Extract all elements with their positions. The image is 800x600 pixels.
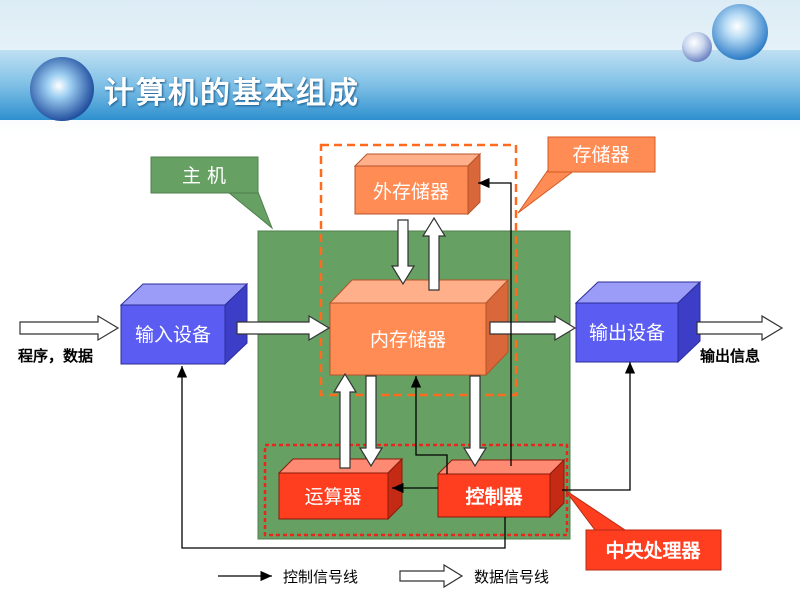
external-storage-box: 外存储器 <box>353 152 482 216</box>
header-background <box>0 0 800 135</box>
data-arrow-mem-to-ext <box>421 216 447 291</box>
legend-control-label: 控制信号线 <box>283 568 358 586</box>
controller-box: 控制器 <box>436 458 566 519</box>
data-arrow-input-to-memory <box>236 314 331 342</box>
input-device-box: 输入设备 <box>119 282 249 366</box>
data-arrows <box>19 216 784 469</box>
control-line-to-output <box>562 362 636 491</box>
output-device-box: 输出设备 <box>574 280 702 364</box>
storage-dashed-outline <box>319 143 518 397</box>
data-arrow-mem-to-ctrl <box>462 375 488 468</box>
host-callout: 主 机 <box>150 156 274 230</box>
control-line-to-input <box>176 366 506 549</box>
svg-text:外存储器: 外存储器 <box>373 181 449 203</box>
storage-label: 存储器 <box>572 144 629 166</box>
decor-sphere-large <box>712 4 768 60</box>
svg-text:输出设备: 输出设备 <box>589 322 665 344</box>
control-line-to-external <box>478 177 512 466</box>
page-title: 计算机的基本组成 <box>104 76 360 111</box>
input-source-label: 程序，数据 <box>18 347 93 365</box>
header-band <box>0 50 800 120</box>
legend: 控制信号线 数据信号线 <box>218 563 549 589</box>
control-line-to-internal <box>410 376 448 474</box>
cpu-label: 中央处理器 <box>605 539 701 562</box>
title-sphere-icon <box>30 57 94 121</box>
alu-box: 运算器 <box>277 457 404 521</box>
host-label: 主 机 <box>182 165 226 187</box>
decor-sphere-small <box>682 32 712 62</box>
data-arrow-output <box>696 314 784 342</box>
internal-storage-box: 内存储器 <box>328 278 510 377</box>
svg-text:内存储器: 内存储器 <box>370 329 446 351</box>
data-arrow-input <box>19 314 120 342</box>
output-result-label: 输出信息 <box>700 347 760 365</box>
legend-data-line-icon <box>399 563 464 589</box>
svg-text:输入设备: 输入设备 <box>135 324 211 346</box>
cpu-callout: 中央处理器 <box>564 489 722 571</box>
data-arrow-alu-to-mem <box>332 372 358 469</box>
svg-text:运算器: 运算器 <box>304 486 361 508</box>
data-arrow-mem-to-alu <box>358 375 384 468</box>
data-arrow-ext-to-mem <box>390 219 416 286</box>
svg-text:控制器: 控制器 <box>465 485 523 508</box>
legend-data-label: 数据信号线 <box>474 568 549 586</box>
control-lines <box>176 177 636 549</box>
storage-callout: 存储器 <box>517 136 656 214</box>
